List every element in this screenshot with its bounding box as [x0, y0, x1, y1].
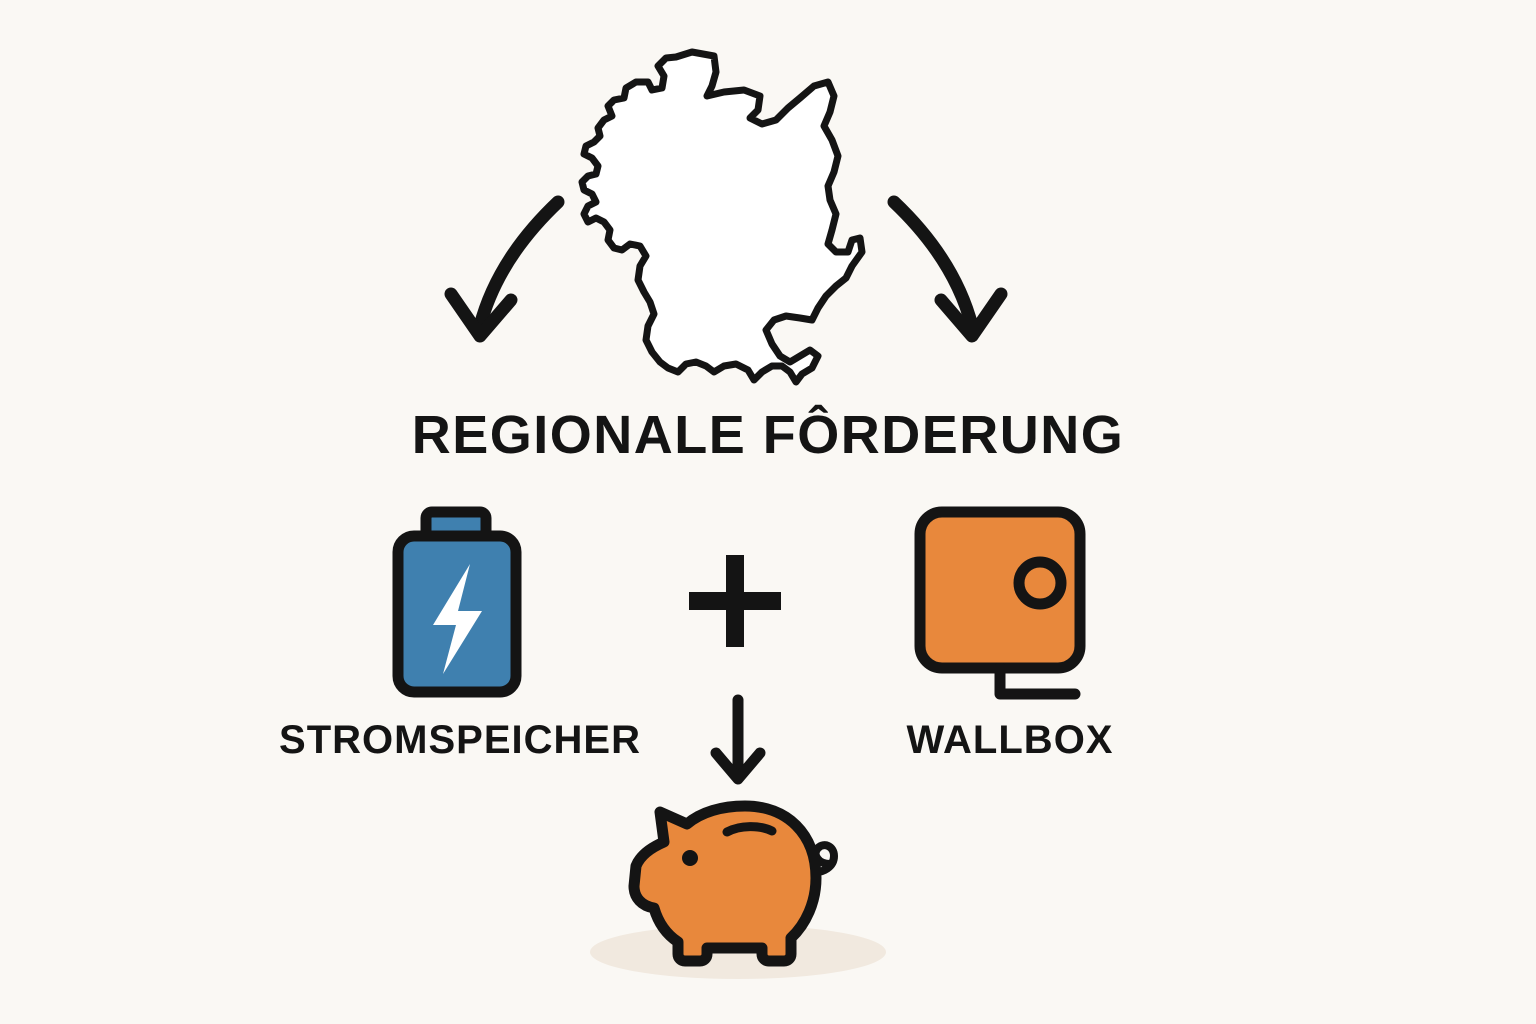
piggy-body — [628, 800, 822, 967]
curved-arrow-left — [444, 195, 565, 343]
page-title: REGIONALE FÔRDERUNG — [411, 405, 1125, 465]
piggy-bank-icon — [590, 800, 886, 979]
wallbox-icon — [914, 506, 1086, 700]
germany-map-outline — [578, 48, 866, 386]
arrow-down — [710, 694, 766, 785]
battery-label: STROMSPEICHER — [279, 718, 641, 762]
piggy-coin-slot — [722, 822, 777, 837]
lightning-bolt-glyph — [433, 564, 482, 674]
battery-bolt-icon — [392, 506, 522, 698]
curved-arrow-right — [887, 195, 1008, 343]
plus-symbol — [689, 555, 781, 647]
wallbox-label: WALLBOX — [906, 718, 1114, 762]
wallbox-port-icon — [1013, 556, 1067, 610]
wallbox-cable — [994, 662, 1081, 700]
piggy-eye — [682, 850, 698, 866]
